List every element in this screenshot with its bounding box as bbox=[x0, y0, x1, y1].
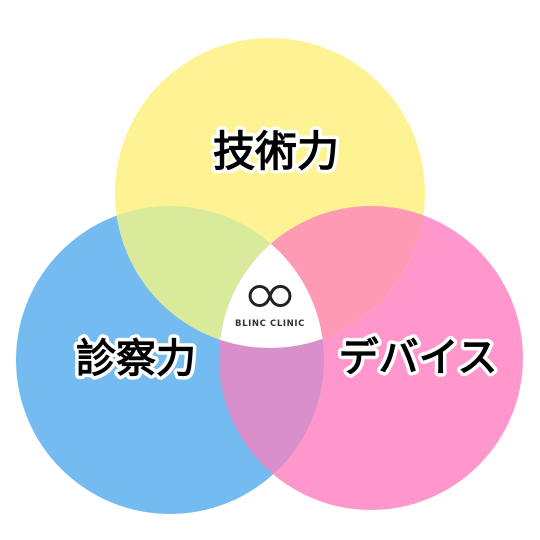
label-right-circle: デバイス bbox=[339, 335, 498, 381]
infinity-cc-logo-icon bbox=[248, 285, 292, 307]
brand-text: BLINC CLINIC bbox=[235, 319, 305, 329]
label-left-circle: 診察力 bbox=[76, 336, 196, 382]
overlap-center bbox=[219, 206, 324, 348]
label-top-circle: 技術力 bbox=[213, 127, 339, 176]
center-logo: BLINC CLINIC bbox=[235, 285, 305, 329]
